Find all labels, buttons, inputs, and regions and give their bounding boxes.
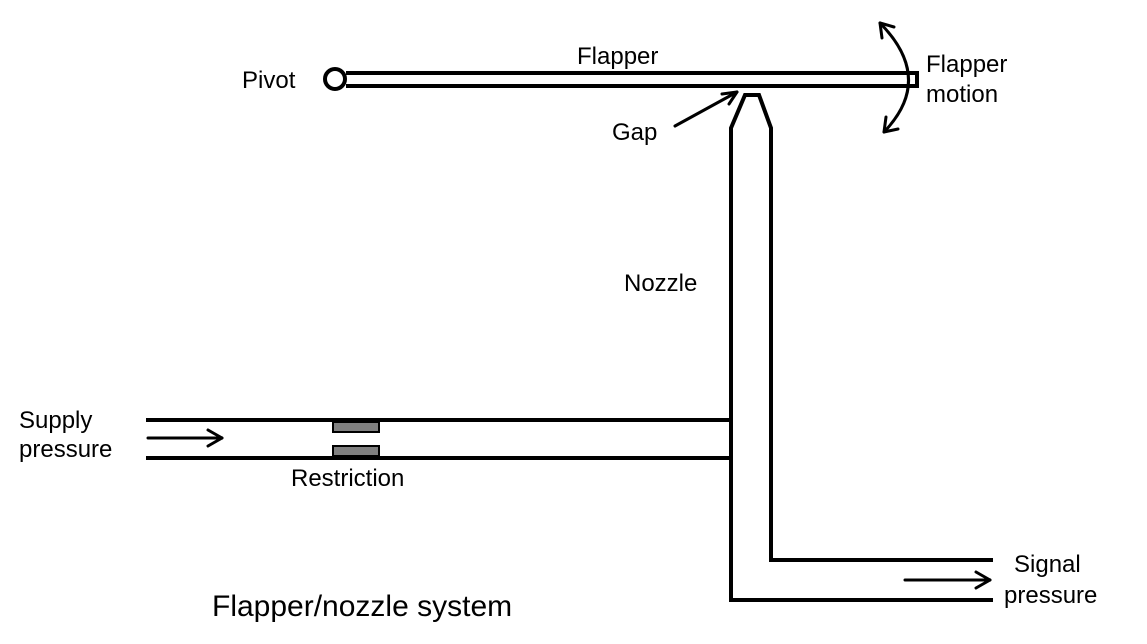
nozzle-label: Nozzle <box>624 270 697 297</box>
supply-flow-arrow <box>146 428 224 448</box>
supply-pressure-label-2: pressure <box>19 436 112 463</box>
nozzle-tip <box>729 93 773 560</box>
diagram-caption: Flapper/nozzle system <box>212 590 512 623</box>
signal-flow-arrow <box>903 570 992 590</box>
pivot-circle <box>323 67 347 91</box>
signal-pressure-label-1: Signal <box>1014 551 1081 578</box>
restriction <box>332 421 380 457</box>
signal-pressure-label-2: pressure <box>1004 582 1097 609</box>
flapper-motion-label-2: motion <box>926 81 998 108</box>
pivot-label: Pivot <box>242 67 296 94</box>
gap-label: Gap <box>612 119 657 146</box>
supply-pipe <box>146 418 993 602</box>
flapper-motion-label-1: Flapper <box>926 51 1007 78</box>
gap-arrow <box>673 90 739 128</box>
restriction-label: Restriction <box>291 465 404 492</box>
flapper-motion-arrow <box>878 21 910 134</box>
supply-pressure-label-1: Supply <box>19 407 92 434</box>
flapper-bar <box>346 71 919 88</box>
flapper-label: Flapper <box>577 43 658 70</box>
